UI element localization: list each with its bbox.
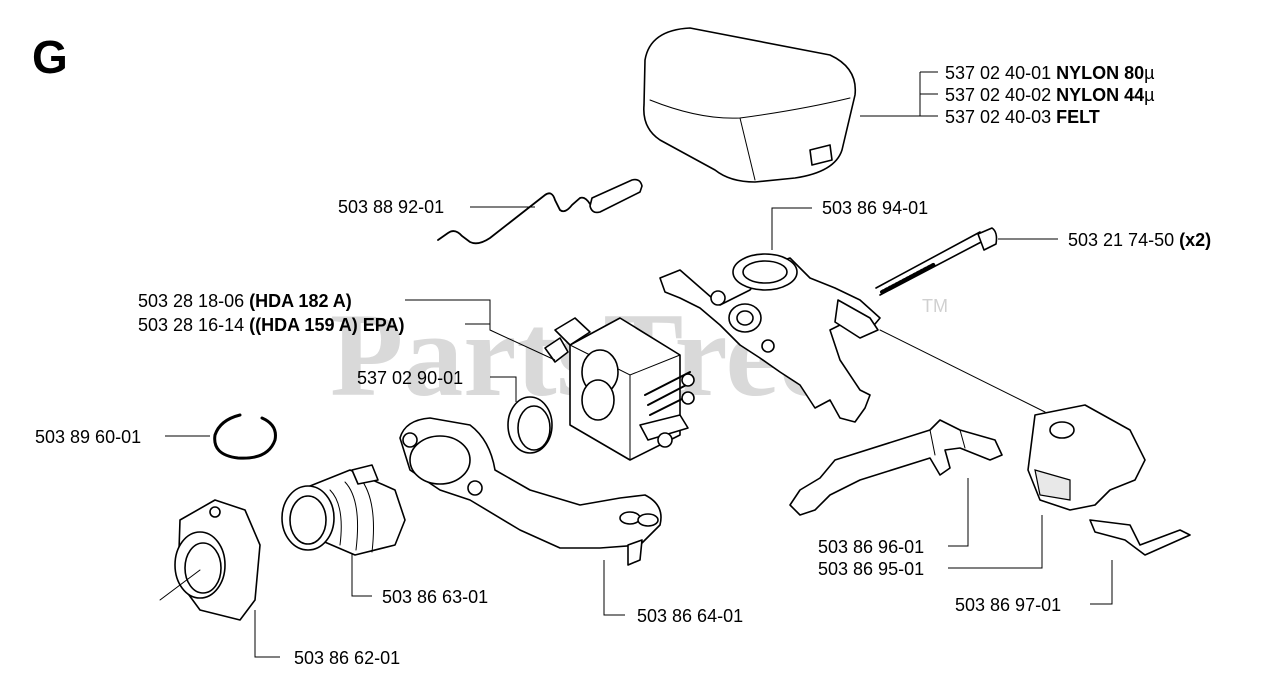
callout-carb-bracket: 503 86 94-01 [822, 198, 928, 218]
callout-flange: 503 86 62-01 [294, 648, 400, 668]
gasket-ring-drawing [507, 396, 553, 454]
carburetor-drawing [544, 317, 695, 461]
callout-carb-gasket-ring: 537 02 90-01 [357, 368, 463, 388]
watermark-tm: TM [922, 296, 948, 316]
trigger-link-drawing [789, 419, 1003, 516]
callout-long-screw: 503 21 74-50 (x2) [1068, 230, 1211, 250]
rear-grip-drawing [879, 329, 1146, 511]
choke-rod-drawing [437, 178, 643, 245]
callout-filter-nylon80: 537 02 40-01 NYLON 80µ [945, 63, 1155, 83]
callout-filter-nylon44: 537 02 40-02 NYLON 44µ [945, 85, 1155, 105]
callout-trigger-link-a: 503 86 96-01 [818, 537, 924, 557]
circlip-drawing [213, 413, 277, 460]
section-letter: G [32, 31, 68, 83]
callout-circlip: 503 89 60-01 [35, 427, 141, 447]
callout-intake-manifold: 503 86 64-01 [637, 606, 743, 626]
callout-filter-felt: 537 02 40-03 FELT [945, 107, 1100, 127]
carb-bracket-drawing [659, 253, 881, 423]
callout-carb-hda159: 503 28 16-14 ((HDA 159 A) EPA) [138, 315, 404, 335]
flange-drawing [159, 499, 261, 621]
callout-intake-boot: 503 86 63-01 [382, 587, 488, 607]
long-screw-drawing [875, 227, 998, 296]
air-filter-drawing [643, 27, 857, 183]
intake-boot-drawing [281, 464, 406, 556]
spring-clip-drawing [1089, 519, 1191, 556]
callout-trigger-link-b: 503 86 95-01 [818, 559, 924, 579]
intake-manifold-drawing [399, 417, 662, 566]
callout-spring-clip: 503 86 97-01 [955, 595, 1061, 615]
callout-carb-hda182: 503 28 18-06 (HDA 182 A) [138, 291, 352, 311]
callout-choke-rod: 503 88 92-01 [338, 197, 444, 217]
